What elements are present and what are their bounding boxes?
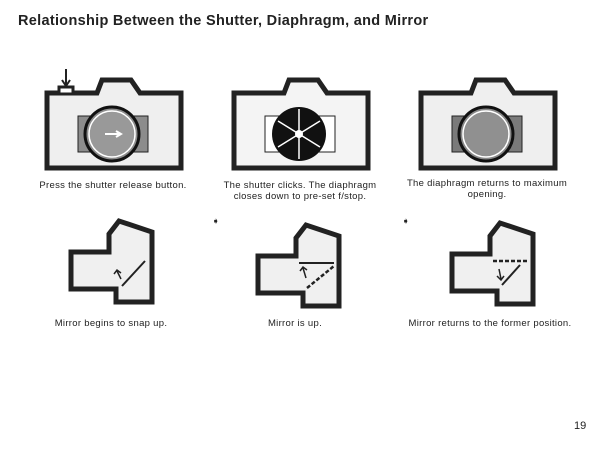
- mirror-caption-step-3: Mirror returns to the former position.: [408, 318, 572, 329]
- mirror-snapping-up-illustration: [68, 218, 155, 305]
- mirror-caption-step-2: Mirror is up.: [267, 318, 323, 329]
- right-arrow-icon: [105, 130, 123, 138]
- mirror-returning-illustration: [449, 220, 536, 307]
- camera-shutter-press-illustration: [44, 69, 184, 171]
- down-arrow-icon: [61, 69, 71, 88]
- right-arrow-icon: ➧: [402, 216, 410, 226]
- right-arrow-icon: ➧: [212, 216, 220, 226]
- mirror-caption-step-1: Mirror begins to snap up.: [54, 318, 168, 329]
- shutter-button-icon: [57, 85, 75, 96]
- page-title: Relationship Between the Shutter, Diaphr…: [18, 13, 429, 29]
- camera-diaphragm-open-illustration: [418, 77, 558, 171]
- camera-shutter-closed-illustration: [231, 77, 371, 171]
- page-number: 19: [574, 420, 587, 432]
- caption-step-2: The shutter clicks. The diaphragm closes…: [223, 180, 377, 202]
- mirror-up-illustration: [255, 222, 342, 309]
- caption-step-3: The diaphragm returns to maximum opening…: [406, 178, 568, 200]
- caption-step-1: Press the shutter release button.: [39, 180, 187, 191]
